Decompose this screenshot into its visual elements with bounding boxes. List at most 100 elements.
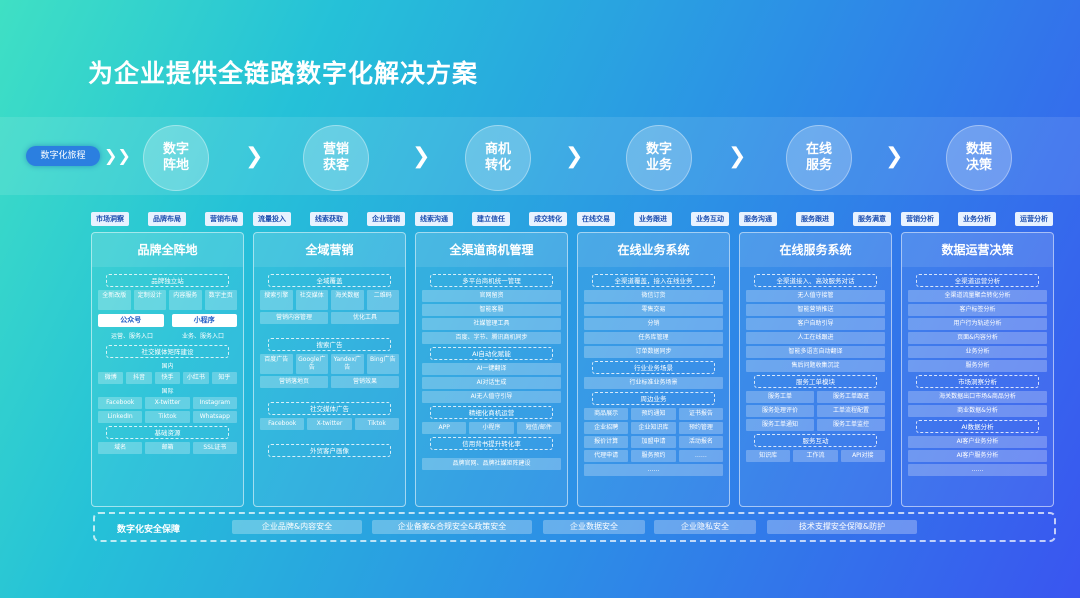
- tag-row: 在线交易业务跟进业务互动: [577, 212, 729, 228]
- tag: 品牌布局: [148, 212, 186, 226]
- box: 服务分析: [908, 360, 1047, 372]
- box: 营销效果: [331, 376, 399, 388]
- small-text: 运营、服务入口: [110, 333, 153, 340]
- box: 工单流程配置: [817, 405, 885, 417]
- column-title: 数据运营决策: [902, 233, 1053, 267]
- tag-row: 服务沟通 服务跟进 服务满意: [739, 212, 891, 228]
- tag: 流量投入: [253, 212, 291, 226]
- box: 工作流: [793, 450, 838, 462]
- box: 全新改版: [98, 290, 131, 310]
- box: 预约管理: [678, 422, 723, 434]
- security-item: 技术支撑安全保障&防护: [767, 520, 917, 534]
- security-item: 企业隐私安全: [654, 520, 756, 534]
- box: 抖音: [126, 372, 152, 384]
- dashed-label: 周边业务: [592, 392, 715, 405]
- box: 商业数据&分析: [908, 405, 1047, 417]
- dashed-label: 多平台商机统一管理: [430, 274, 553, 287]
- box: Facebook: [98, 397, 143, 409]
- stage-circle: 在线服务: [786, 125, 852, 191]
- tag: 营销分析: [901, 212, 939, 226]
- box: 报价计算: [584, 436, 629, 448]
- box: 预约通知: [631, 408, 676, 420]
- box: 无人值守接管: [746, 290, 885, 302]
- tag: 服务满意: [853, 212, 891, 226]
- tag: 成交转化: [529, 212, 567, 226]
- tag: 线索获取: [310, 212, 348, 226]
- box: 二维码: [366, 290, 399, 310]
- box: 微博: [98, 372, 124, 384]
- box: 搜索引擎: [260, 290, 293, 310]
- box: 官网留资: [422, 290, 561, 302]
- white-box: 小程序: [171, 314, 237, 327]
- flow-label: 数字化旅程: [26, 146, 100, 166]
- stage-circle: 数字阵地: [143, 125, 209, 191]
- dashed-label: 行业业务场景: [592, 361, 715, 374]
- box: 社交媒体: [295, 290, 328, 310]
- box: 小红书: [183, 372, 209, 384]
- tag: 企业营销: [367, 212, 405, 226]
- tag: 服务跟进: [796, 212, 834, 226]
- tag: 运营分析: [1015, 212, 1053, 226]
- stage-circle: 营销获客: [303, 125, 369, 191]
- column-title: 在线服务系统: [740, 233, 891, 267]
- box: 页面&内容分析: [908, 332, 1047, 344]
- box: 海关数据: [331, 290, 364, 310]
- box: Whatsapp: [192, 411, 237, 423]
- box: ……: [908, 464, 1047, 476]
- box: 客户自助引导: [746, 318, 885, 330]
- chevron-right-icon: ❯: [412, 144, 431, 169]
- dashed-label: 服务互动: [754, 434, 877, 447]
- box: 服务工单通知: [746, 419, 814, 431]
- box: 用户行为轨迹分析: [908, 318, 1047, 330]
- box: ……: [584, 464, 723, 476]
- box: AI对话生成: [422, 377, 561, 389]
- box: Tiktok: [145, 411, 190, 423]
- security-frame: [93, 512, 1056, 542]
- column-title: 在线业务系统: [578, 233, 729, 267]
- box: 证书报告: [678, 408, 723, 420]
- dashed-label: 信用背书提升转化率: [430, 437, 553, 450]
- box: 智能多语言自动翻译: [746, 346, 885, 358]
- box: 知识库: [746, 450, 791, 462]
- security-item: 企业备案&合规安全&政策安全: [372, 520, 532, 534]
- dashed-label: 社交媒体广告: [268, 402, 391, 415]
- box: 品牌官网、品牌社媒矩阵建设: [422, 458, 561, 470]
- box: 小程序: [469, 422, 514, 434]
- box: 百度、字节、腾讯商机同步: [422, 332, 561, 344]
- security-item: 企业数据安全: [543, 520, 645, 534]
- dashed-label: 搜索广告: [268, 338, 391, 351]
- tag: 服务沟通: [739, 212, 777, 226]
- chevron-right-icon: ❯: [885, 144, 904, 169]
- box: 微信订货: [584, 290, 723, 302]
- dashed-label: 全域覆盖: [268, 274, 391, 287]
- column-title: 全渠道商机管理: [416, 233, 567, 267]
- tag-row: 市场洞察品牌布局营销布局: [91, 212, 243, 228]
- white-box: 公众号: [98, 314, 164, 327]
- box: 优化工具: [331, 312, 399, 324]
- box: 服务工单跟进: [817, 391, 885, 403]
- dashed-label: 社交媒体矩阵建设: [106, 345, 229, 358]
- box: 定制设计: [133, 290, 166, 310]
- chevron-right-icon: ❯: [565, 144, 584, 169]
- dashed-label: AI数据分析: [916, 420, 1039, 433]
- box: AI客户服务分析: [908, 450, 1047, 462]
- box: 服务工单监控: [817, 419, 885, 431]
- box: 业务分析: [908, 346, 1047, 358]
- dashed-label: 精细化商机运营: [430, 406, 553, 419]
- box: AI无人值守引导: [422, 391, 561, 403]
- box: SSL证书: [192, 442, 237, 454]
- tag-row: 营销分析 业务分析 运营分析: [901, 212, 1053, 228]
- box: 企业知识库: [631, 422, 676, 434]
- box: 订单数据同步: [584, 346, 723, 358]
- box: 零售交易: [584, 304, 723, 316]
- box: 快手: [154, 372, 181, 384]
- box: 行业标准业务场景: [584, 377, 723, 389]
- tag: 线索沟通: [415, 212, 453, 226]
- tag: 业务分析: [958, 212, 996, 226]
- box: LinkedIn: [98, 411, 143, 423]
- sub-label: 国内: [161, 363, 174, 370]
- tag-row: 线索沟通建立信任成交转化: [415, 212, 567, 228]
- column-brand: 品牌全阵地 品牌独立站 全新改版定制设计内容服务数字主页 公众号小程序 运营、服…: [91, 232, 244, 507]
- security-label: 数字化安全保障: [117, 525, 181, 535]
- box: 短信/邮件: [516, 422, 561, 434]
